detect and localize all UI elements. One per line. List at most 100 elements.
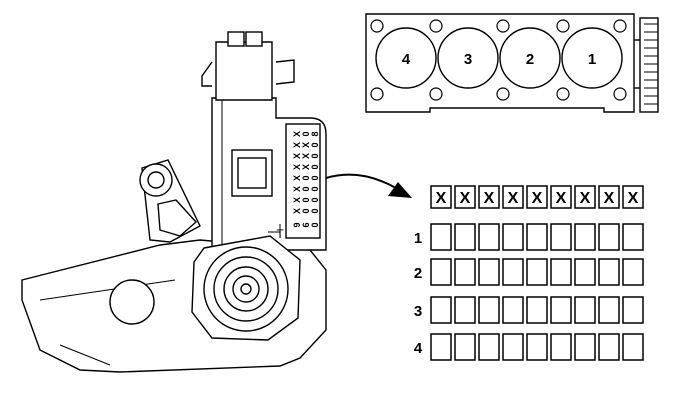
engraving-char: X: [301, 153, 311, 159]
code-row-label-1: 1: [414, 230, 422, 247]
engraving-char: 0: [301, 131, 311, 136]
code-cell: [454, 333, 476, 361]
engraving-char: 0: [301, 186, 311, 191]
code-header-cell: [454, 185, 476, 209]
callout-arrow: [325, 173, 412, 198]
engraving-char: 0: [310, 208, 320, 213]
engraving-char: X: [292, 164, 302, 170]
code-cell: [550, 258, 572, 286]
cylinder-label-4: 4: [402, 51, 411, 68]
cylinder-label-1: 1: [588, 51, 596, 68]
code-cell: [622, 258, 644, 286]
code-cell: [622, 296, 644, 324]
engraving-char: 0: [310, 222, 320, 227]
engraving-char: 9: [292, 222, 302, 227]
code-header-char: X: [508, 190, 519, 207]
code-cell: [574, 296, 596, 324]
fitting-ring-outer: [203, 246, 289, 332]
code-header-cell: [550, 185, 572, 209]
code-row-label-2: 2: [414, 265, 422, 282]
code-header-char: X: [484, 190, 495, 207]
code-header-cell: [622, 185, 644, 209]
engraving-plate: [285, 123, 321, 239]
code-grid-row-1: [430, 223, 644, 251]
code-cell: [430, 223, 452, 251]
engraving-char: 8: [310, 131, 320, 136]
engraving-char: X: [292, 175, 302, 181]
cylinder-label-3: 3: [464, 51, 472, 68]
code-cell: [550, 296, 572, 324]
code-grid-row-3: [430, 296, 644, 324]
code-cell: [454, 296, 476, 324]
code-header-cell: [526, 185, 548, 209]
engraving-char: 0: [310, 197, 320, 202]
engraving-char: 0: [301, 208, 311, 213]
engraving-char: X: [292, 142, 302, 148]
code-cell: [454, 223, 476, 251]
code-header-cell: [598, 185, 620, 209]
mount-hole: [109, 279, 155, 325]
code-cell: [430, 333, 452, 361]
cylinder-bore-4: [375, 27, 437, 89]
code-header-char: X: [460, 190, 471, 207]
code-cell: [574, 258, 596, 286]
engraving-column-1: X X X X X X X X 9: [292, 131, 302, 228]
engraving-char: 0: [310, 164, 320, 169]
code-cell: [478, 223, 500, 251]
engraving-char: 0: [310, 175, 320, 180]
code-cell: [550, 223, 572, 251]
cylinder-head: [365, 13, 659, 113]
head-bolt-holes: [370, 19, 627, 101]
cylinder-bore-2: [499, 27, 561, 89]
code-cell: [526, 296, 548, 324]
code-header-char: X: [604, 190, 615, 207]
code-cell: [502, 296, 524, 324]
cylinder-bore-3: [437, 27, 499, 89]
code-grid-header-row: [430, 185, 644, 209]
code-cell: [598, 258, 620, 286]
code-cell: [478, 296, 500, 324]
engraving-char: 0: [301, 175, 311, 180]
engraving-char: X: [301, 142, 311, 148]
code-cell: [598, 296, 620, 324]
engraving-char: 6: [301, 222, 311, 227]
sprocket-teeth: [644, 23, 658, 105]
engraving-char: X: [292, 197, 302, 203]
code-header-char: X: [436, 190, 447, 207]
code-cell: [454, 258, 476, 286]
code-cell: [598, 333, 620, 361]
code-header-char: X: [556, 190, 567, 207]
code-cell: [430, 296, 452, 324]
engraving-column-3: 8 0 0 0 0 0 0 0 0: [310, 131, 320, 227]
code-header-cell: [430, 185, 452, 209]
code-cell: [622, 223, 644, 251]
code-header-char: X: [580, 190, 591, 207]
code-header-cell: [502, 185, 524, 209]
engraving-char: X: [292, 208, 302, 214]
code-header-cell: [574, 185, 596, 209]
code-cell: [502, 258, 524, 286]
cylinder-labels: 4 3 2 1: [402, 51, 596, 68]
engraving-char: 0: [310, 186, 320, 191]
engraving-side-mark: T: [276, 227, 284, 241]
engraving-char: 0: [310, 142, 320, 147]
code-cell: [430, 258, 452, 286]
engraving-column-2: 0 X X X 0 0 0 0 6: [301, 131, 311, 227]
cylinder-bore-1: [561, 27, 623, 89]
code-cell: [622, 333, 644, 361]
code-cell: [574, 333, 596, 361]
code-cell: [574, 223, 596, 251]
engraving-char: 0: [301, 197, 311, 202]
cylinder-label-2: 2: [526, 51, 534, 68]
code-cell: [598, 223, 620, 251]
engraving-strip: X X X X X X X X 9 0 X X X 0 0 0 0 6 8 0 …: [276, 131, 320, 241]
code-grid: [430, 185, 644, 361]
code-cell: [502, 223, 524, 251]
code-grid-row-labels: 1 2 3 4: [414, 230, 423, 357]
engraving-char: X: [292, 186, 302, 192]
code-cell: [526, 333, 548, 361]
code-grid-row-2: [430, 258, 644, 286]
code-row-label-3: 3: [414, 303, 422, 320]
